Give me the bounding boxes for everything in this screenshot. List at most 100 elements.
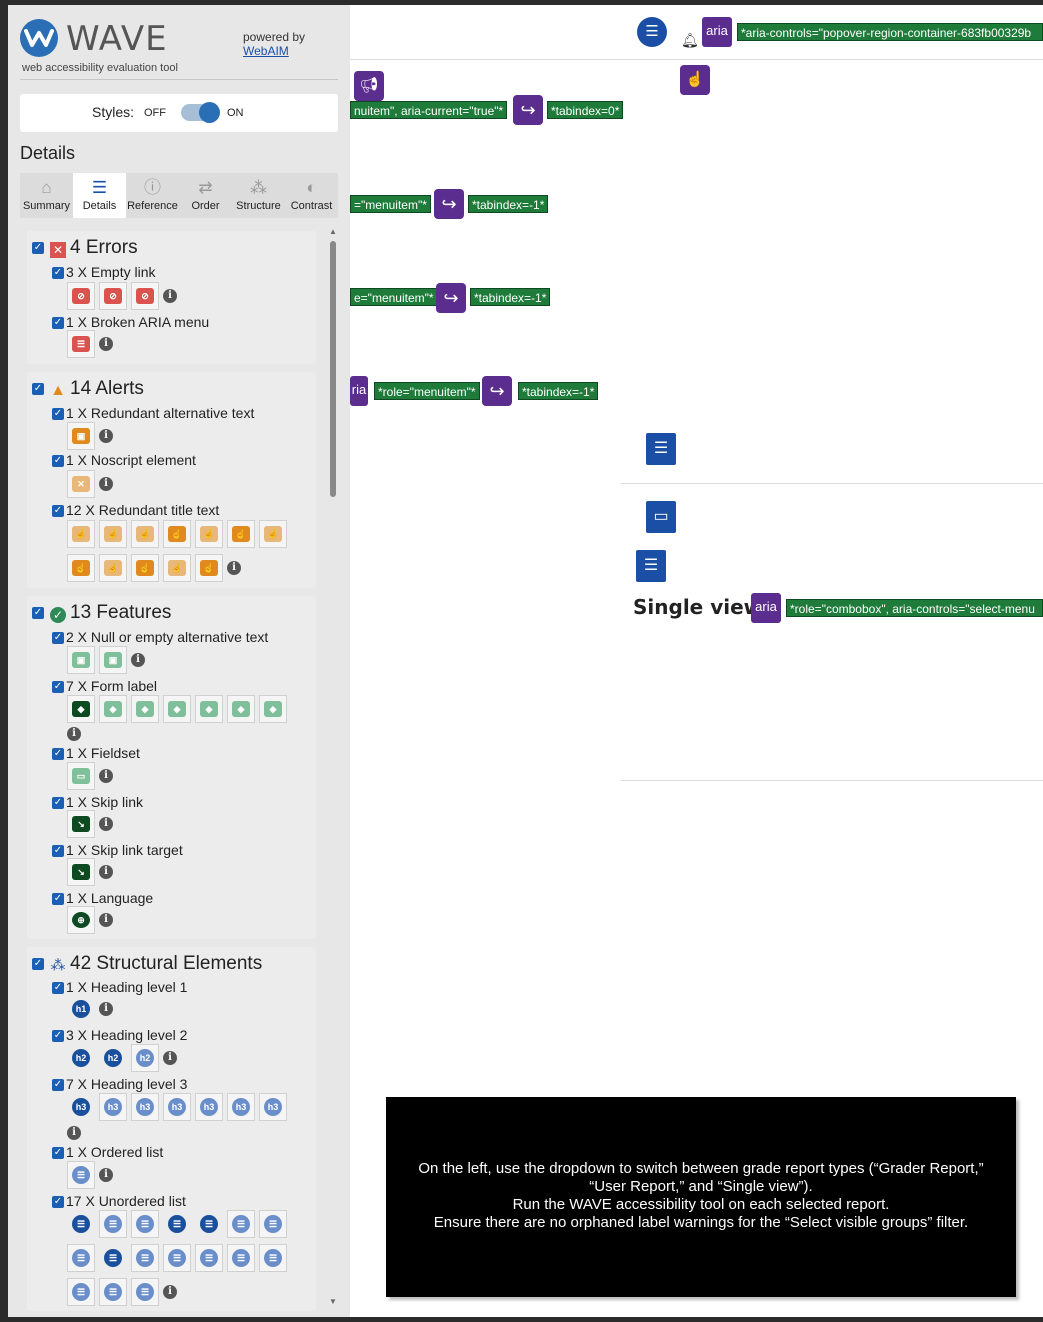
tab-summary[interactable]: ⌂Summary bbox=[20, 173, 73, 218]
info-icon[interactable]: i bbox=[99, 769, 113, 783]
item-checkbox[interactable]: ✓ bbox=[52, 632, 64, 645]
unordered-list-icon[interactable]: ☰ bbox=[195, 1210, 223, 1238]
unordered-list-icon[interactable]: ☰ bbox=[646, 433, 676, 465]
aria-icon[interactable]: aria bbox=[751, 593, 781, 623]
unordered-list-icon[interactable]: ☰ bbox=[131, 1278, 159, 1306]
item-checkbox[interactable]: ✓ bbox=[52, 982, 64, 995]
item-checkbox[interactable]: ✓ bbox=[52, 748, 64, 761]
form-label-icon[interactable]: ◆ bbox=[131, 695, 159, 723]
item-checkbox[interactable]: ✓ bbox=[52, 1079, 64, 1092]
styles-toggle[interactable] bbox=[181, 102, 220, 123]
item-checkbox[interactable]: ✓ bbox=[52, 408, 64, 421]
heading-2-icon[interactable]: h2 bbox=[99, 1044, 127, 1072]
form-label-icon[interactable]: ◆ bbox=[227, 695, 255, 723]
unordered-list-icon[interactable]: ☰ bbox=[195, 1244, 223, 1272]
redundant-title-icon[interactable]: ☝ bbox=[195, 554, 223, 582]
unordered-list-icon[interactable]: ☰ bbox=[131, 1244, 159, 1272]
scroll-up-arrow[interactable]: ▲ bbox=[329, 227, 337, 236]
info-icon[interactable]: i bbox=[99, 865, 113, 879]
form-label-icon[interactable]: ◆ bbox=[195, 695, 223, 723]
form-label-icon[interactable]: ◆ bbox=[99, 695, 127, 723]
heading-2-icon[interactable]: h2 bbox=[131, 1044, 159, 1072]
info-icon[interactable]: i bbox=[67, 727, 81, 741]
form-label-icon[interactable]: ◆ bbox=[67, 695, 95, 723]
item-checkbox[interactable]: ✓ bbox=[52, 1030, 64, 1043]
redundant-title-icon[interactable]: ☝ bbox=[259, 520, 287, 548]
unordered-list-icon[interactable]: ☰ bbox=[99, 1278, 127, 1306]
info-icon[interactable]: i bbox=[99, 477, 113, 491]
info-icon[interactable]: i bbox=[163, 289, 177, 303]
redundant-title-icon[interactable]: ☝ bbox=[99, 520, 127, 548]
null-alt-icon[interactable]: ▣ bbox=[99, 646, 127, 674]
item-checkbox[interactable]: ✓ bbox=[52, 267, 64, 280]
errors-checkbox[interactable]: ✓ bbox=[32, 241, 44, 254]
redundant-title-icon[interactable]: ☝ bbox=[131, 520, 159, 548]
heading-1-icon[interactable]: h1 bbox=[67, 995, 95, 1023]
heading-3-icon[interactable]: h3 bbox=[227, 1093, 255, 1121]
tab-structure[interactable]: ⁂Structure bbox=[232, 173, 285, 218]
item-checkbox[interactable]: ✓ bbox=[52, 797, 64, 810]
tab-contrast[interactable]: ◐Contrast bbox=[285, 173, 338, 218]
info-icon[interactable]: i bbox=[227, 561, 241, 575]
skip-link-icon[interactable]: ↘ bbox=[67, 810, 95, 838]
scrollbar-thumb[interactable] bbox=[330, 241, 336, 497]
unordered-list-icon[interactable]: ☰ bbox=[227, 1210, 255, 1238]
redundant-title-icon[interactable]: ☝ bbox=[163, 520, 191, 548]
details-panel[interactable]: ✓✕4 Errors ✓3 X Empty link ⊘ ⊘ ⊘ i ✓1 X … bbox=[20, 221, 338, 1311]
redundant-alt-icon[interactable]: ▣ bbox=[67, 422, 95, 450]
info-icon[interactable]: i bbox=[99, 429, 113, 443]
redundant-title-icon[interactable]: ☝ bbox=[163, 554, 191, 582]
skip-link-target-icon[interactable]: ↘ bbox=[67, 858, 95, 886]
item-checkbox[interactable]: ✓ bbox=[52, 845, 64, 858]
aria-icon[interactable]: ria bbox=[350, 376, 368, 406]
unordered-list-icon[interactable]: ☰ bbox=[67, 1278, 95, 1306]
unordered-list-icon[interactable]: ☰ bbox=[637, 17, 667, 47]
heading-3-icon[interactable]: h3 bbox=[67, 1093, 95, 1121]
ordered-list-icon[interactable]: ☰ bbox=[67, 1161, 95, 1189]
heading-3-icon[interactable]: h3 bbox=[163, 1093, 191, 1121]
tabindex-icon[interactable]: ↪ bbox=[482, 376, 512, 406]
unordered-list-icon[interactable]: ☰ bbox=[636, 550, 666, 582]
heading-3-icon[interactable]: h3 bbox=[99, 1093, 127, 1121]
form-label-icon[interactable]: ◆ bbox=[163, 695, 191, 723]
item-checkbox[interactable]: ✓ bbox=[52, 681, 64, 694]
megaphone-icon[interactable]: 📢︎ bbox=[354, 71, 384, 101]
unordered-list-icon[interactable]: ☰ bbox=[99, 1210, 127, 1238]
heading-3-icon[interactable]: h3 bbox=[131, 1093, 159, 1121]
unordered-list-icon[interactable]: ☰ bbox=[99, 1244, 127, 1272]
redundant-title-icon[interactable]: ☝ bbox=[67, 520, 95, 548]
heading-3-icon[interactable]: h3 bbox=[195, 1093, 223, 1121]
info-icon[interactable]: i bbox=[99, 337, 113, 351]
alerts-checkbox[interactable]: ✓ bbox=[32, 382, 44, 395]
unordered-list-icon[interactable]: ☰ bbox=[67, 1244, 95, 1272]
unordered-list-icon[interactable]: ☰ bbox=[259, 1210, 287, 1238]
info-icon[interactable]: i bbox=[163, 1051, 177, 1065]
item-checkbox[interactable]: ✓ bbox=[52, 505, 64, 518]
item-checkbox[interactable]: ✓ bbox=[52, 1147, 64, 1160]
tab-order[interactable]: ⇄Order bbox=[179, 173, 232, 218]
scroll-down-arrow[interactable]: ▼ bbox=[329, 1297, 337, 1306]
webaim-link[interactable]: WebAIM bbox=[243, 44, 289, 58]
structure-checkbox[interactable]: ✓ bbox=[32, 957, 44, 970]
noscript-icon[interactable]: ✕ bbox=[67, 470, 95, 498]
redundant-title-icon[interactable]: ☝ bbox=[131, 554, 159, 582]
broken-aria-menu-icon[interactable]: ☰ bbox=[67, 330, 95, 358]
item-checkbox[interactable]: ✓ bbox=[52, 455, 64, 468]
features-checkbox[interactable]: ✓ bbox=[32, 606, 44, 619]
heading-2-icon[interactable]: h2 bbox=[67, 1044, 95, 1072]
null-alt-icon[interactable]: ▣ bbox=[67, 646, 95, 674]
details-scrollbar[interactable]: ▲ ▼ bbox=[328, 225, 338, 1311]
unordered-list-icon[interactable]: ☰ bbox=[163, 1244, 191, 1272]
unordered-list-icon[interactable]: ☰ bbox=[259, 1244, 287, 1272]
aria-icon[interactable]: aria bbox=[702, 17, 732, 47]
info-icon[interactable]: i bbox=[99, 1002, 113, 1016]
item-checkbox[interactable]: ✓ bbox=[52, 893, 64, 906]
bell-icon[interactable]: 🔔︎ bbox=[681, 32, 699, 48]
unordered-list-icon[interactable]: ☰ bbox=[163, 1210, 191, 1238]
info-icon[interactable]: i bbox=[99, 1168, 113, 1182]
fieldset-icon[interactable]: ▭ bbox=[646, 501, 676, 533]
tabindex-icon[interactable]: ↪ bbox=[434, 189, 464, 219]
redundant-title-icon[interactable]: ☝ bbox=[195, 520, 223, 548]
globe-icon[interactable]: ⊕ bbox=[67, 906, 95, 934]
info-icon[interactable]: i bbox=[131, 653, 145, 667]
